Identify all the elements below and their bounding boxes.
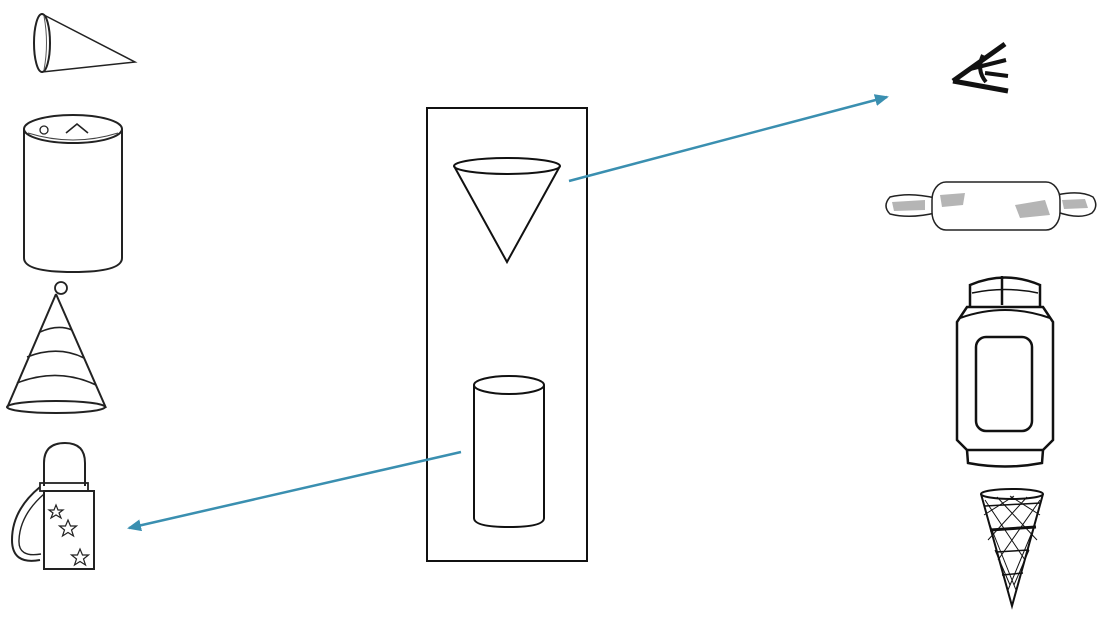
party-hat-icon xyxy=(7,282,106,413)
pencil-tip-icon xyxy=(953,44,1008,91)
cone-icon xyxy=(454,158,560,262)
gas-cylinder-icon xyxy=(957,276,1053,467)
cylinder-icon xyxy=(474,376,544,527)
megaphone-icon xyxy=(34,14,135,72)
arrow-cylinder-to-left xyxy=(129,452,461,528)
rolling-pin-icon xyxy=(886,182,1096,230)
center-panel xyxy=(427,108,587,561)
tin-can-icon xyxy=(24,115,122,272)
arrow-cone-to-right xyxy=(569,97,887,181)
center-panel-frame xyxy=(427,108,587,561)
water-bottle-icon xyxy=(12,443,94,569)
ice-cream-cone-icon xyxy=(981,489,1043,606)
